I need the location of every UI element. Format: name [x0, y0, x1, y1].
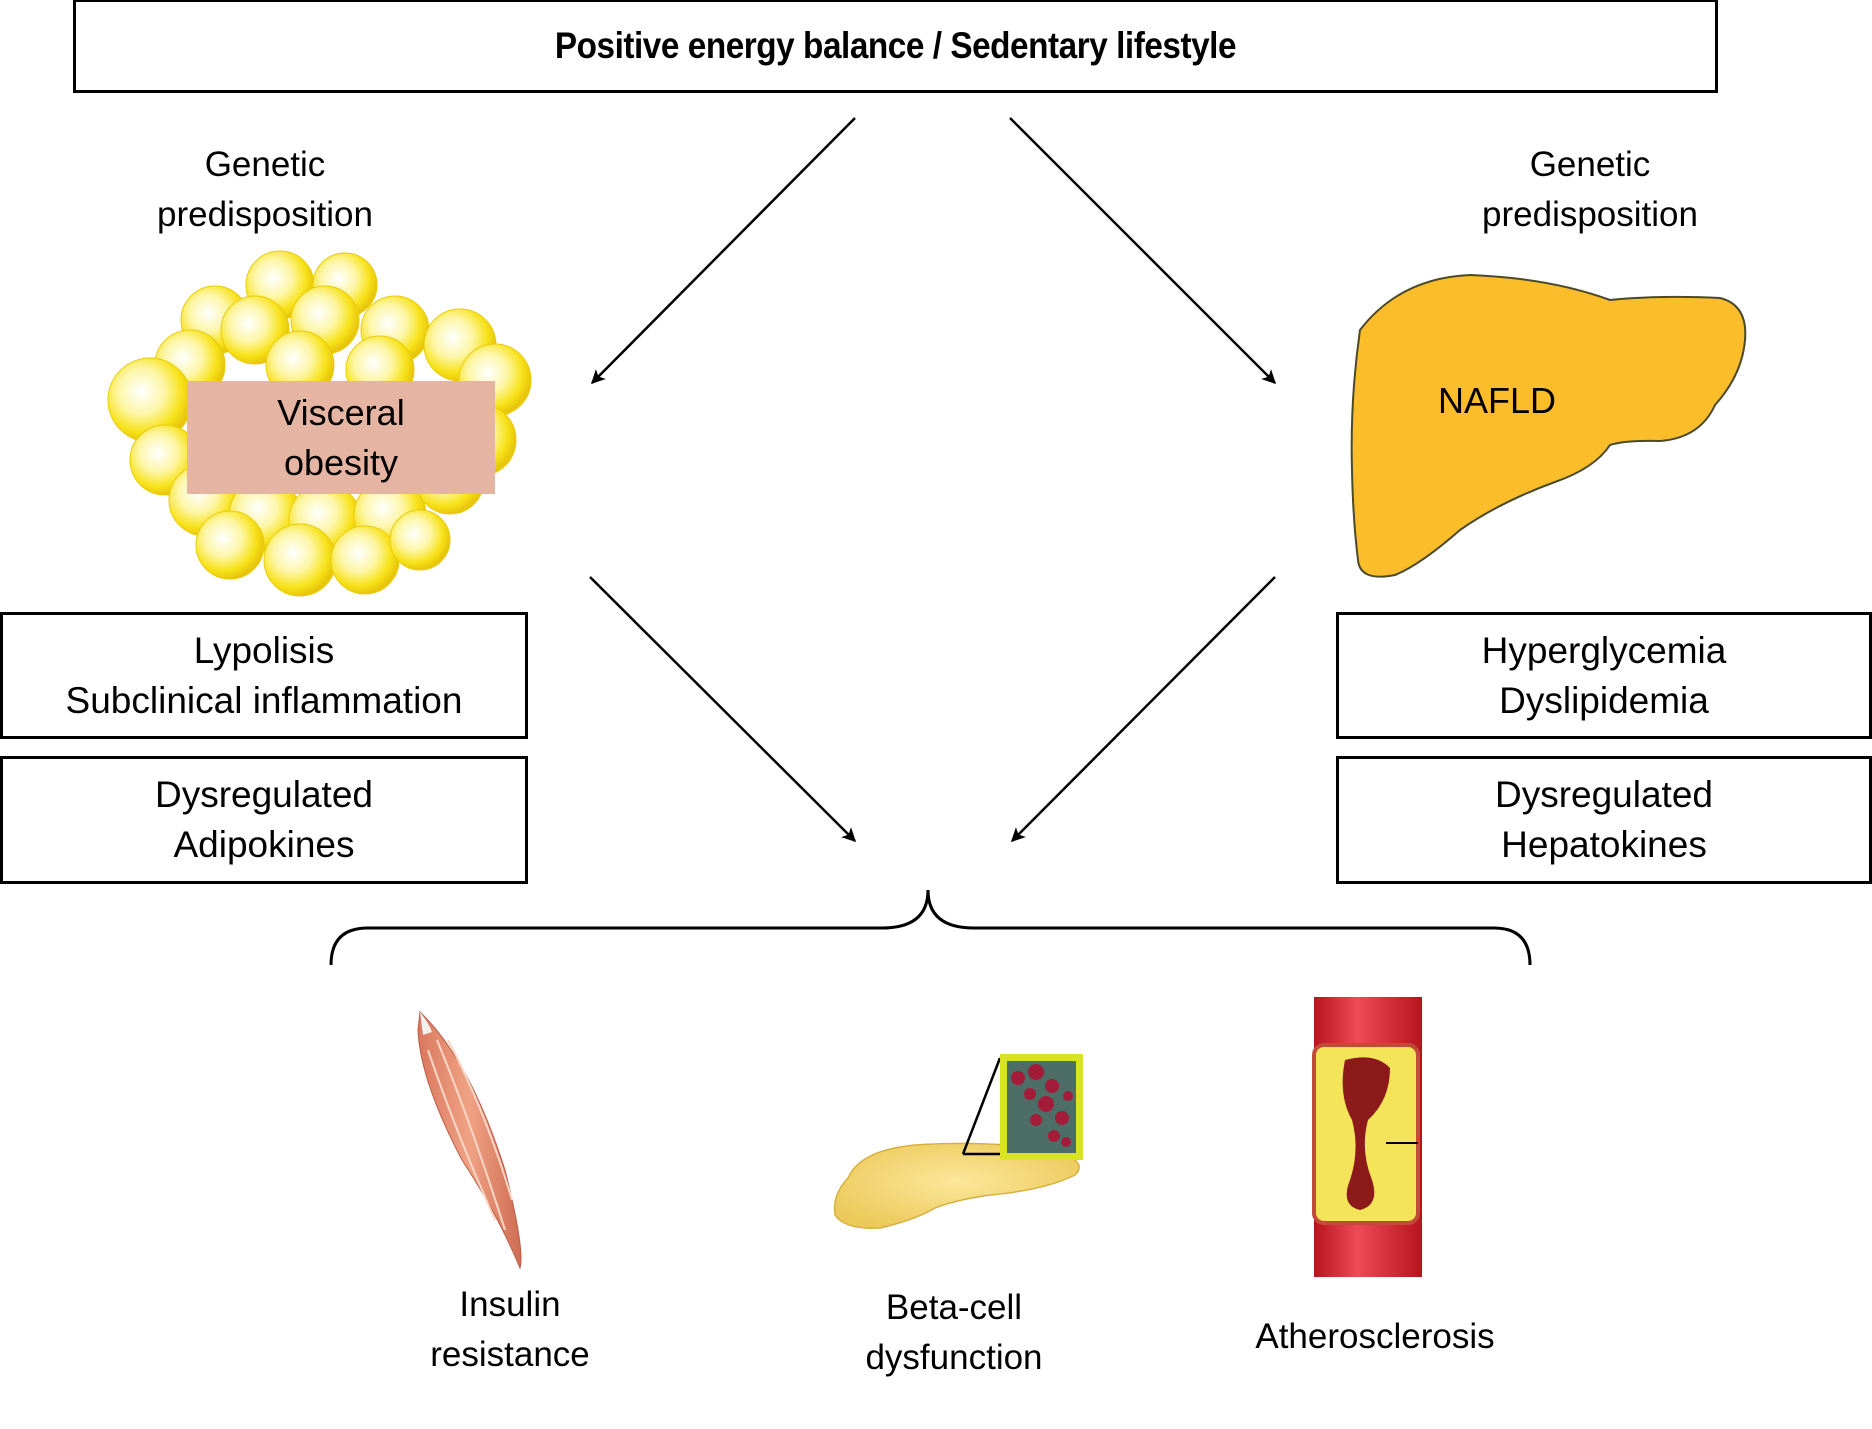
pancreas-icon: [833, 1054, 1083, 1229]
outcomes-brace: [329, 889, 1532, 966]
adipokines-box: Dysregulated Adipokines: [0, 756, 528, 884]
liver-icon: [1350, 273, 1747, 578]
arrow-nafld-to-outcomes: [1011, 576, 1276, 842]
left-genetic-label: Genetic predisposition: [157, 145, 373, 234]
right-genetic-label: Genetic predisposition: [1482, 145, 1698, 234]
outcome-beta-cell-dysfunction: Beta-cell dysfunction: [865, 1288, 1043, 1377]
lipolysis-inflammation-box: Lypolisis Subclinical inflammation: [0, 612, 528, 739]
header-title: Positive energy balance / Sedentary life…: [554, 25, 1237, 66]
header-box: Positive energy balance / Sedentary life…: [73, 0, 1718, 93]
hyperglycemia-dyslipidemia-box: Hyperglycemia Dyslipidemia: [1336, 612, 1872, 739]
outcome-insulin-resistance: Insulin resistance: [430, 1285, 590, 1374]
artery-icon: [1312, 997, 1422, 1277]
arrow-to-obesity: [591, 117, 856, 384]
outcome-atherosclerosis: Atherosclerosis: [1255, 1317, 1495, 1356]
arrow-to-nafld: [1009, 117, 1276, 384]
arrow-obesity-to-outcomes: [589, 576, 856, 842]
muscle-icon: [417, 1010, 522, 1270]
nafld-label: NAFLD: [1438, 380, 1557, 421]
adipose-tissue-icon: [107, 250, 532, 597]
visceral-obesity-label: Visceral obesity: [187, 381, 495, 494]
hepatokines-box: Dysregulated Hepatokines: [1336, 756, 1872, 884]
